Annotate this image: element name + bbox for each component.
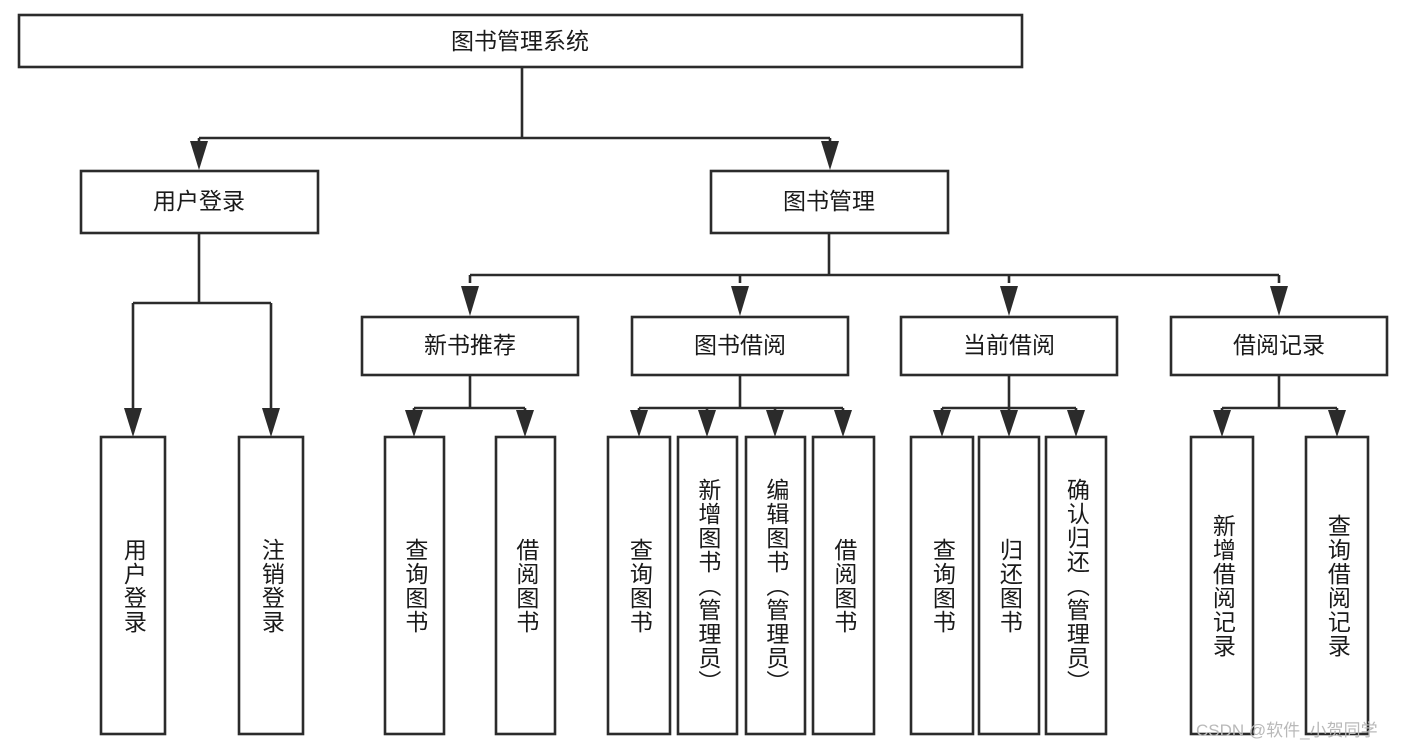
node-new-book-recommend[interactable]: 新书推荐	[360, 315, 580, 377]
node-leaf-return-book-box[interactable]	[977, 435, 1041, 736]
arrowhead-leaf-query-book-1	[405, 410, 423, 437]
arrowhead-leaf-add-record	[1213, 410, 1231, 437]
node-leaf-user-login-box[interactable]	[99, 435, 167, 736]
node-leaf-borrow-book-2-box[interactable]	[811, 435, 876, 736]
arrowhead-leaf-query-book-2	[630, 410, 648, 437]
node-root[interactable]: 图书管理系统	[17, 13, 1024, 69]
arrowhead-borrow-record	[1270, 286, 1288, 316]
node-leaf-query-book-2-box[interactable]	[606, 435, 672, 736]
node-book-borrow-box[interactable]	[630, 315, 850, 377]
arrowhead-leaf-return-book	[1000, 410, 1018, 437]
node-borrow-record-label: 借阅记录	[1233, 332, 1325, 358]
node-book-management-label: 图书管理	[783, 188, 875, 214]
node-current-borrow-label: 当前借阅	[963, 332, 1055, 358]
arrowhead-leaf-confirm-return	[1067, 410, 1085, 437]
node-current-borrow[interactable]: 当前借阅	[899, 315, 1119, 377]
node-root-box[interactable]	[17, 13, 1024, 69]
arrowhead-new-book-recommend	[461, 286, 479, 316]
arrowhead-current-borrow	[1000, 286, 1018, 316]
node-book-management[interactable]: 图书管理	[709, 169, 950, 235]
arrowhead-user-login	[190, 141, 208, 170]
arrowhead-leaf-borrow-book-2	[834, 410, 852, 437]
arrowhead-leaf-user-logout	[262, 408, 280, 437]
csdn-watermark: CSDN @软件_小贺同学	[1196, 721, 1378, 740]
node-borrow-record-box[interactable]	[1169, 315, 1389, 377]
node-leaf-add-record-box[interactable]	[1189, 435, 1255, 736]
node-leaf-confirm-return-box[interactable]	[1044, 435, 1108, 736]
node-new-book-recommend-label: 新书推荐	[424, 332, 516, 358]
arrowhead-leaf-add-book	[698, 410, 716, 437]
node-book-management-box[interactable]	[709, 169, 950, 235]
node-current-borrow-box[interactable]	[899, 315, 1119, 377]
node-book-borrow-label: 图书借阅	[694, 332, 786, 358]
arrowhead-book-management	[821, 141, 839, 170]
arrowhead-leaf-user-login	[124, 408, 142, 437]
node-leaf-edit-book-box[interactable]	[744, 435, 807, 736]
node-leaf-add-book-box[interactable]	[676, 435, 739, 736]
arrowhead-leaf-query-record	[1328, 410, 1346, 437]
node-book-borrow[interactable]: 图书借阅	[630, 315, 850, 377]
node-leaf-query-record-box[interactable]	[1304, 435, 1370, 736]
arrowhead-leaf-edit-book	[766, 410, 784, 437]
node-leaf-borrow-book-1-box[interactable]	[494, 435, 557, 736]
node-leaf-user-logout-box[interactable]	[237, 435, 305, 736]
node-leaf-query-book-3-box[interactable]	[909, 435, 975, 736]
node-user-login[interactable]: 用户登录	[79, 169, 320, 235]
arrowhead-book-borrow	[731, 286, 749, 316]
node-root-label: 图书管理系统	[451, 28, 589, 54]
arrowhead-leaf-query-book-3	[933, 410, 951, 437]
node-borrow-record[interactable]: 借阅记录	[1169, 315, 1389, 377]
node-leaf-query-book-1-box[interactable]	[383, 435, 446, 736]
node-new-book-recommend-box[interactable]	[360, 315, 580, 377]
arrowhead-leaf-borrow-book-1	[516, 410, 534, 437]
node-user-login-label: 用户登录	[153, 188, 245, 214]
